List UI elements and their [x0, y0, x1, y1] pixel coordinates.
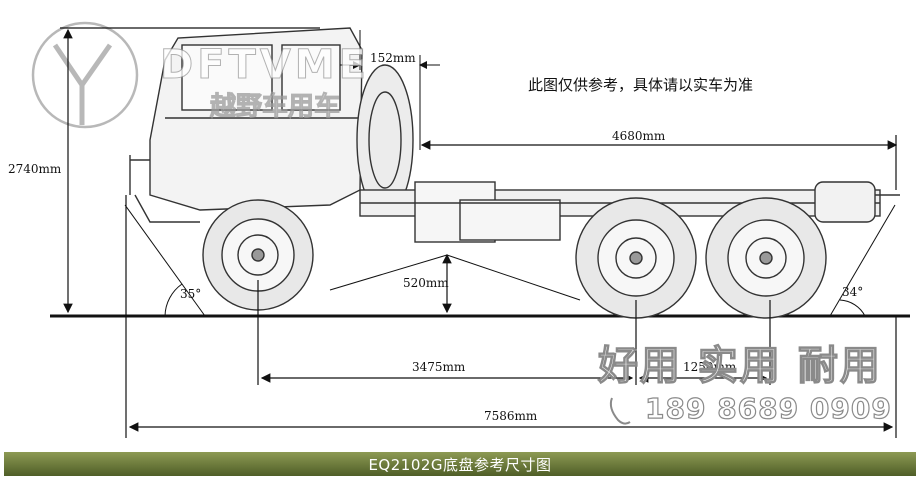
label-height: 2740mm — [8, 162, 62, 176]
departure-angle — [829, 204, 896, 317]
phone-icon — [609, 397, 631, 425]
label-4680: 4680mm — [612, 129, 666, 143]
logo-brand: DFTVME — [160, 42, 370, 89]
clearance-lines — [329, 254, 581, 301]
label-152: 152mm — [370, 51, 416, 65]
axle-spacing-dimension — [638, 300, 771, 385]
footer-bar: EQ2102G底盘参考尺寸图 — [4, 452, 916, 476]
label-3475: 3475mm — [412, 360, 466, 374]
label-1250: 1250mm — [683, 360, 737, 374]
gap-152-dimension — [340, 30, 440, 150]
slogan: 好用 实用 耐用 — [597, 342, 882, 389]
label-departure-angle: 34° — [842, 285, 863, 299]
reference-note: 此图仅供参考，具体请以实车为准 — [528, 76, 754, 94]
footer-title: EQ2102G底盘参考尺寸图 — [368, 455, 552, 474]
label-7586: 7586mm — [484, 409, 538, 423]
logo-subtitle: 越野车用车 — [209, 92, 341, 123]
rear-length-dimension — [420, 135, 898, 190]
phone-number: 189 8689 0909 — [644, 391, 892, 425]
approach-angle — [124, 204, 206, 317]
height-dimension — [60, 27, 320, 314]
label-520: 520mm — [403, 276, 449, 290]
truck-illustration — [129, 27, 900, 319]
overall-length-dimension — [125, 195, 897, 438]
label-approach-angle: 35° — [180, 287, 201, 301]
wheelbase-dimension — [257, 280, 637, 385]
logo-mark — [31, 21, 139, 129]
